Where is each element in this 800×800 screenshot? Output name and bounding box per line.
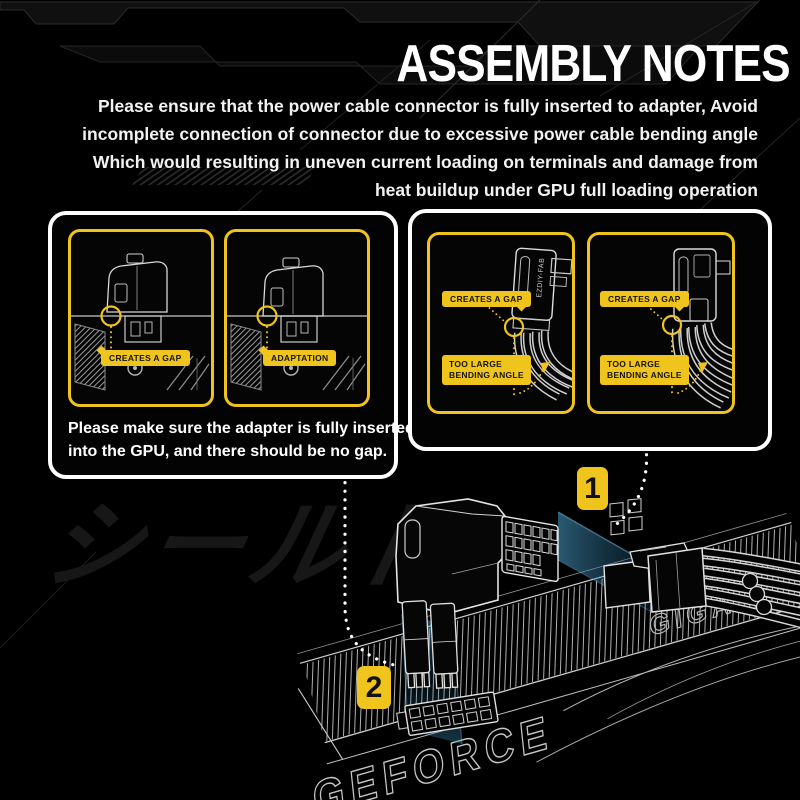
power-cable-connector (603, 498, 800, 629)
creates-a-gap-callout: CREATES A GAP (600, 291, 689, 307)
gap-highlight-ring (503, 316, 525, 338)
bend-arrowhead (540, 362, 550, 373)
cable-insertion-beam (558, 512, 652, 612)
step1-guide-dotted-line (610, 444, 649, 530)
intro-line: Which would resulting in uneven current … (92, 152, 758, 172)
connector-clip (629, 542, 691, 571)
cable-bending-panel: EZDIY-FAB (408, 209, 772, 451)
intro-paragraph: Please ensure that the power cable conne… (48, 92, 758, 204)
adaptation-callout: ADAPTATION (263, 350, 337, 366)
creates-a-gap-callout: CREATES A GAP (101, 350, 190, 366)
page-title: ASSEMBLY NOTES (396, 35, 791, 93)
bending-angle-callout: TOO LARGE BENDING ANGLE (442, 355, 531, 385)
bend-arrowhead (698, 362, 708, 373)
adapter-insertion-panel: CREATES A GAP (48, 211, 415, 479)
intro-line: Please ensure that the power cable conne… (98, 96, 758, 116)
adapter-panel-caption: Please make sure the adapter is fully in… (68, 420, 415, 460)
adapter-insertion-beam (402, 614, 462, 744)
creates-a-gap-callout: CREATES A GAP (442, 291, 531, 307)
gap-highlight-ring (661, 314, 683, 336)
step-2-badge: 2 (357, 666, 391, 709)
figure-cable-bend-1: EZDIY-FAB (427, 232, 575, 414)
intro-line: heat buildup under GPU full loading oper… (374, 180, 758, 200)
step-1-badge: 1 (577, 467, 608, 510)
gpu-geforce-label: GEFORCE (311, 706, 556, 800)
adapter-brand-text: EZDIY-FAB (536, 258, 546, 298)
figure-adapter-flush: ADAPTATION (224, 229, 370, 407)
bending-angle-callout: TOO LARGE BENDING ANGLE (600, 355, 689, 385)
adapter-bottom-plugs (401, 600, 459, 689)
gpu-brand-fragment: GIGA (648, 586, 737, 642)
figure-cable-bend-2: CREATES A GAP TOO LARGE BENDING ANGLE (587, 232, 735, 414)
intro-line: incomplete connection of connector due t… (82, 124, 758, 144)
flush-highlight-ring (256, 305, 278, 327)
gpu-power-socket (396, 691, 499, 736)
watermark-text: シールド (34, 493, 466, 600)
figure-adapter-gap: CREATES A GAP (68, 229, 214, 407)
